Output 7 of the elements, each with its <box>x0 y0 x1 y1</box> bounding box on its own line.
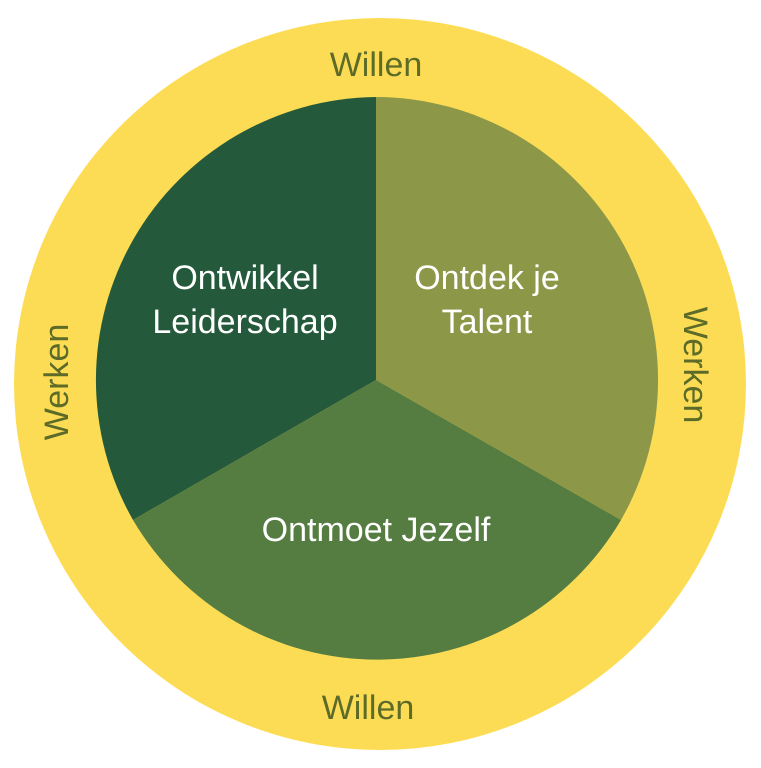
segment-label: Ontdek je Talent <box>413 258 561 343</box>
ring-label: Werken <box>36 324 77 440</box>
ring-label: Willen <box>322 688 414 729</box>
segment-label: Ontwikkel Leiderschap <box>151 258 339 343</box>
ring-label: Werken <box>675 306 716 424</box>
segment-label: Ontmoet Jezelf <box>260 510 492 551</box>
ring-label: Willen <box>330 44 422 86</box>
